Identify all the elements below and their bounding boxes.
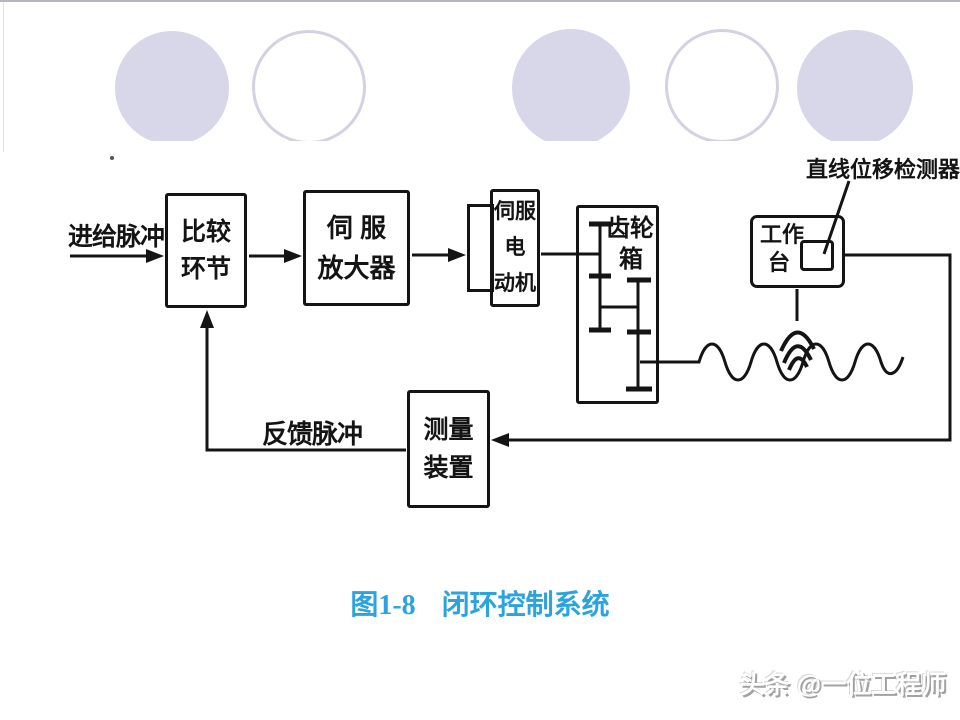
lead-screw-wave (640, 342, 905, 382)
decorative-circle-outline (665, 29, 779, 141)
worktable-label-line2: 台 (768, 250, 791, 275)
worktable-label: 工作 台 (760, 221, 804, 277)
watermark-text: 头条 @一位工程师 (739, 671, 946, 699)
comparison-block: 比较 环节 (165, 193, 247, 308)
feedback-right-line (506, 253, 952, 442)
worktable-block: 工作 台 (750, 215, 845, 288)
servo-motor-block: 伺服 电 动机 (490, 189, 540, 307)
gearbox-label-line2: 箱 (619, 246, 643, 273)
arrowhead-into-amplifier (284, 249, 302, 263)
decorative-circle-outline (252, 30, 366, 141)
gearbox-label: 齿轮 箱 (606, 213, 654, 275)
motor-label-line2: 电 (504, 236, 526, 259)
slide-left-border (3, 2, 4, 152)
figure-caption: 图1-8 闭环控制系统 (0, 583, 960, 623)
screw-nut-symbol (779, 330, 816, 371)
arrowhead-into-motor (448, 248, 466, 262)
measurement-device-block: 测量 装置 (407, 390, 490, 508)
displacement-detector-symbol (800, 240, 834, 271)
linear-displacement-detector-label: 直线位移检测器 (806, 157, 960, 182)
measurement-label-line2: 装置 (423, 454, 474, 482)
amplifier-label-line2: 放大器 (317, 253, 396, 283)
arrowhead-into-comparison (146, 249, 164, 263)
motor-label-line1: 伺服 (494, 200, 536, 223)
arrowhead-feedback-up (200, 310, 214, 328)
servo-amplifier-block: 伺 服 放大器 (303, 190, 410, 306)
gearbox-label-line1: 齿轮 (606, 215, 654, 242)
comparison-label-line1: 比较 (180, 217, 231, 246)
feed-pulse-label: 进给脉冲 (68, 223, 165, 251)
gearbox-block: 齿轮 箱 (576, 205, 659, 404)
arrowhead-into-measurement (491, 433, 509, 447)
decorative-circle-filled (512, 29, 630, 141)
feedback-left-line (205, 327, 406, 452)
figure-number: 图1-8 (350, 590, 416, 621)
amplifier-label-line1: 伺 服 (326, 213, 387, 243)
gear-caps (589, 221, 652, 392)
feedback-pulse-label: 反馈脉冲 (262, 419, 363, 449)
stray-mark (110, 156, 114, 160)
motor-label-line3: 动机 (494, 272, 536, 295)
decorative-circle-filled (115, 31, 229, 141)
decorative-circle-band (0, 0, 960, 141)
slide-top-border (0, 0, 960, 2)
decorative-circle-filled (797, 30, 913, 141)
figure-title: 闭环控制系统 (441, 590, 610, 621)
comparison-label-line2: 环节 (180, 254, 231, 283)
measurement-label-line1: 测量 (423, 416, 474, 444)
worktable-label-line1: 工作 (760, 222, 805, 247)
